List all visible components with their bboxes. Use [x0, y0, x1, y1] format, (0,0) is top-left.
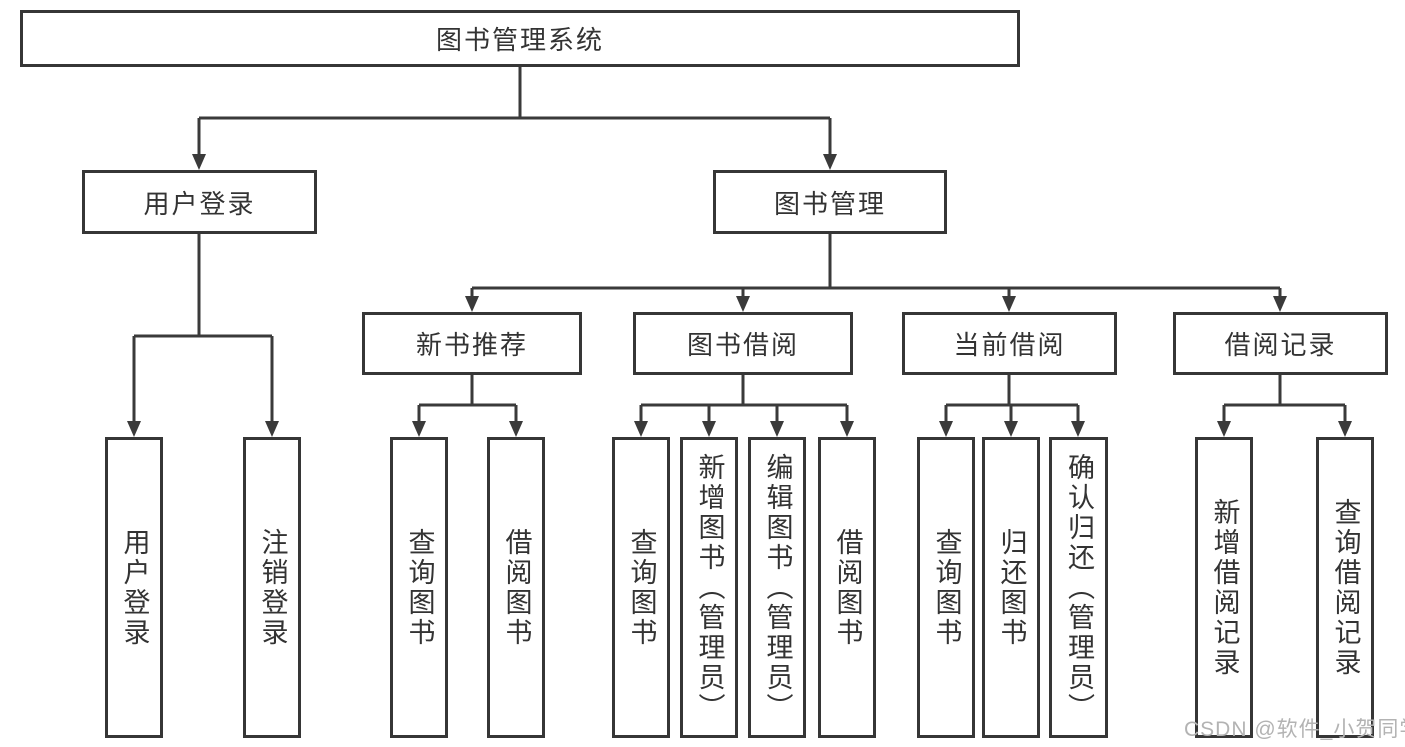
- node-label: 当前借阅: [953, 330, 1066, 360]
- node-current-borrowing: 当前借阅: [902, 312, 1117, 375]
- node-label: 用户登录: [119, 527, 150, 648]
- node-library-system: 图书管理系统: [20, 10, 1020, 67]
- node-label: 借阅图书: [832, 527, 863, 648]
- node-label: 借阅图书: [501, 527, 532, 648]
- leaf-query-books-current: 查询图书: [917, 437, 975, 738]
- csdn-watermark: CSDN @软件_小贺同学: [1184, 718, 1405, 741]
- node-user-login: 用户登录: [82, 170, 317, 234]
- node-label: 新增图书（管理员）: [694, 452, 725, 723]
- node-label: 图书借阅: [686, 330, 799, 360]
- node-borrowing-records: 借阅记录: [1173, 312, 1388, 375]
- leaf-borrow-books-recommend: 借阅图书: [487, 437, 545, 738]
- node-label: 查询借阅记录: [1330, 497, 1361, 678]
- node-label: 图书管理: [773, 188, 886, 219]
- node-label: 查询图书: [931, 527, 962, 648]
- node-label: 新增借阅记录: [1209, 497, 1240, 678]
- arrowheads: [127, 154, 1352, 437]
- leaf-add-books-admin: 新增图书（管理员）: [680, 437, 738, 738]
- leaf-confirm-return-admin: 确认归还（管理员）: [1049, 437, 1108, 738]
- node-label: 确认归还（管理员）: [1064, 452, 1094, 723]
- node-book-borrowing: 图书借阅: [633, 312, 853, 375]
- node-label: 查询图书: [626, 527, 657, 648]
- leaf-borrow-books-borrowing: 借阅图书: [818, 437, 876, 738]
- leaf-query-books-recommend: 查询图书: [390, 437, 448, 738]
- leaf-query-borrow-record: 查询借阅记录: [1316, 437, 1374, 738]
- node-label: 归还图书: [996, 527, 1027, 648]
- node-label: 注销登录: [257, 527, 288, 648]
- leaf-edit-books-admin: 编辑图书（管理员）: [748, 437, 806, 738]
- leaf-logout-login: 注销登录: [243, 437, 301, 738]
- node-new-book-recommendation: 新书推荐: [362, 312, 582, 375]
- leaf-user-login: 用户登录: [105, 437, 163, 738]
- node-label: 编辑图书（管理员）: [762, 452, 793, 723]
- leaf-add-borrow-record: 新增借阅记录: [1195, 437, 1253, 738]
- leaf-query-books-borrowing: 查询图书: [612, 437, 670, 738]
- node-label: 图书管理系统: [435, 25, 604, 55]
- node-label: 用户登录: [143, 188, 256, 219]
- node-book-management: 图书管理: [713, 170, 947, 234]
- leaf-return-books: 归还图书: [982, 437, 1040, 738]
- node-label: 查询图书: [404, 527, 435, 648]
- node-label: 借阅记录: [1224, 330, 1337, 360]
- node-label: 新书推荐: [415, 330, 528, 360]
